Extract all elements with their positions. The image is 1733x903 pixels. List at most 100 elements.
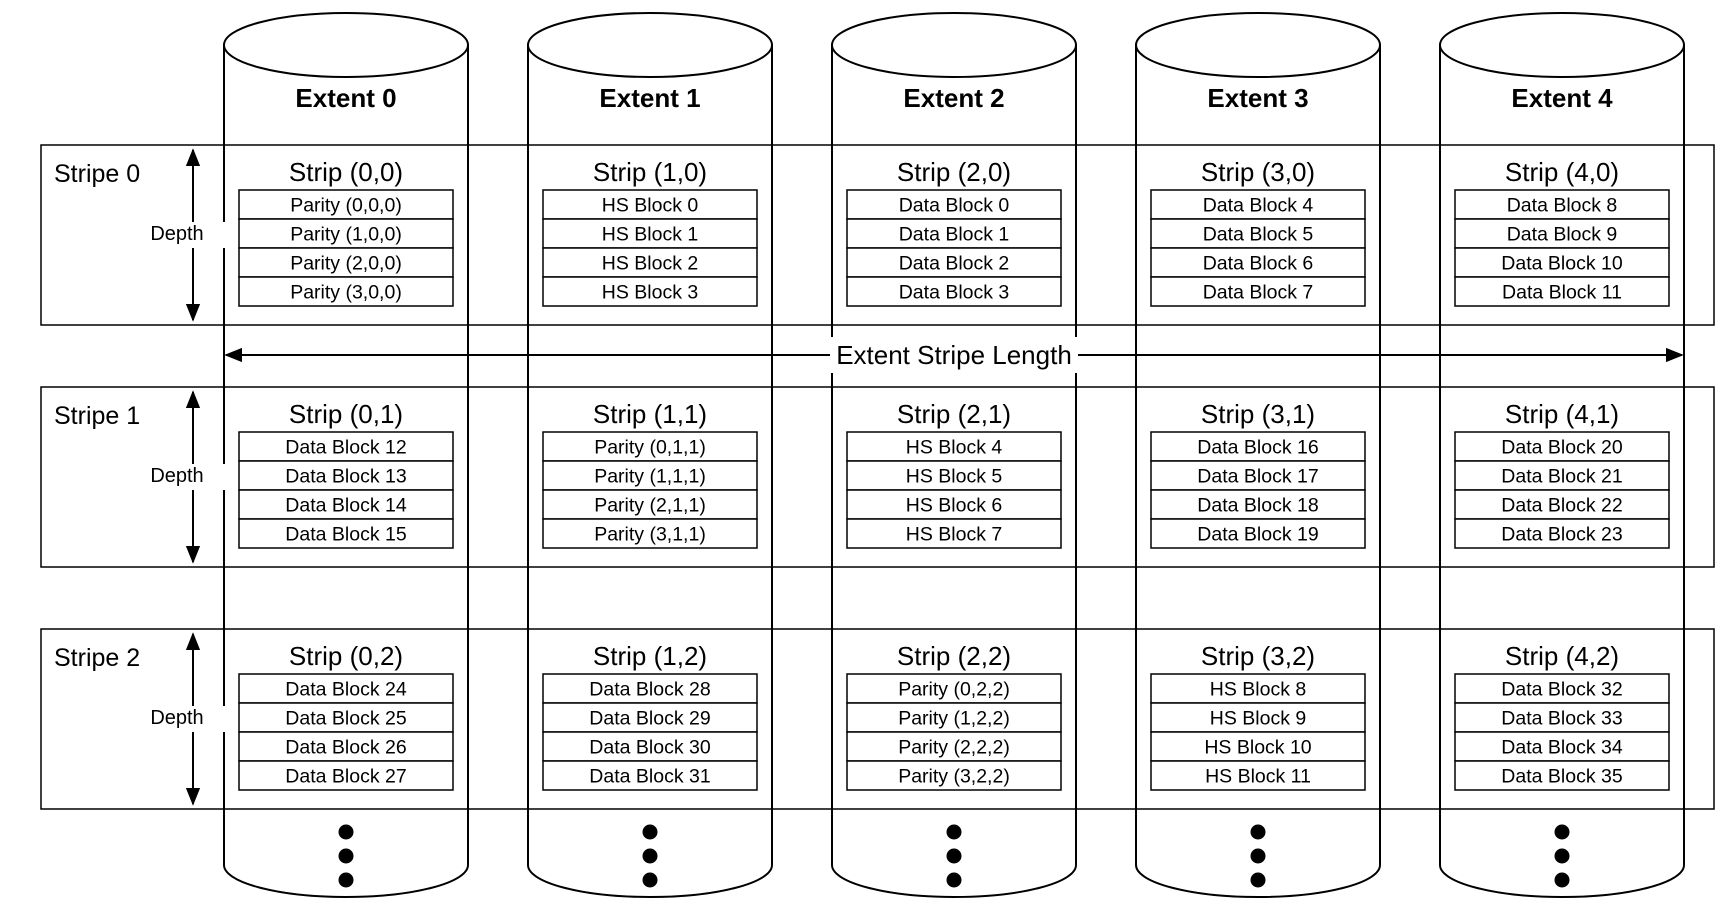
block-label: Data Block 22 [1501, 495, 1622, 517]
block-label: Data Block 8 [1507, 195, 1618, 217]
block-cell [1150, 431, 1366, 462]
ellipsis-vertical-icon [338, 824, 354, 888]
block-label: Data Block 2 [899, 253, 1010, 275]
block-cell [1150, 189, 1366, 220]
cylinder-top [527, 12, 773, 78]
depth-label-backdrop [148, 222, 238, 248]
block-cell [846, 760, 1062, 791]
extent-title: Extent 3 [1207, 83, 1308, 113]
continuation-dot [338, 872, 354, 888]
extent-title: Extent 4 [1511, 83, 1613, 113]
block-label: Parity (3,0,0) [290, 282, 402, 304]
block-label: Parity (2,1,1) [594, 495, 706, 517]
depth-label: Depth [150, 223, 203, 245]
block-cell [846, 276, 1062, 307]
continuation-dot [642, 872, 658, 888]
extent-stripe-length-annotation: Extent Stripe Length [224, 337, 1684, 373]
extent-cylinder-1: Extent 1 [527, 12, 773, 898]
block-label: Data Block 13 [285, 466, 406, 488]
extent-title: Extent 0 [295, 83, 396, 113]
extent-cylinder-3: Extent 3 [1135, 12, 1381, 898]
block-cell [238, 460, 454, 491]
continuation-dot [946, 872, 962, 888]
block-label: HS Block 0 [602, 195, 699, 217]
extent-cylinder-0: Extent 0 [223, 12, 469, 898]
block-label: Data Block 24 [285, 679, 407, 701]
strip-2-0: Strip (2,0) Data Block 0 Data Block 1 Data … [846, 157, 1062, 307]
block-cell [1150, 518, 1366, 549]
block-label: HS Block 2 [602, 253, 698, 275]
block-cell [1150, 276, 1366, 307]
block-label: Data Block 1 [899, 224, 1010, 246]
block-cell [238, 518, 454, 549]
block-cell [846, 431, 1062, 462]
continuation-dot [946, 824, 962, 840]
block-label: Data Block 3 [899, 282, 1010, 304]
block-label: Parity (2,2,2) [898, 737, 1010, 759]
block-label: Parity (0,2,2) [898, 679, 1010, 701]
block-label: Data Block 17 [1197, 466, 1318, 488]
cylinder-bottom [223, 864, 469, 898]
block-label: HS Block 4 [906, 437, 1003, 459]
depth-label-backdrop [148, 706, 238, 732]
block-label: HS Block 7 [906, 524, 1002, 546]
strip-label: Strip (2,0) [897, 157, 1011, 187]
ellipsis-vertical-icon [1250, 824, 1266, 888]
block-label: HS Block 11 [1205, 766, 1311, 788]
stripe-frame [40, 386, 1715, 568]
continuation-dot [338, 848, 354, 864]
block-label: Data Block 31 [589, 766, 710, 788]
block-label: Data Block 27 [285, 766, 406, 788]
stripe-frame [40, 628, 1715, 810]
continuation-dot [642, 848, 658, 864]
block-cell [846, 518, 1062, 549]
strip-label: Strip (1,2) [593, 641, 707, 671]
block-label: Data Block 4 [1203, 195, 1314, 217]
block-label: Data Block 19 [1197, 524, 1318, 546]
block-cell [542, 431, 758, 462]
block-label: Data Block 9 [1507, 224, 1618, 246]
strip-label: Strip (2,1) [897, 399, 1011, 429]
strip-label: Strip (4,2) [1505, 641, 1619, 671]
continuation-dot [1250, 848, 1266, 864]
cylinder-top [223, 12, 469, 78]
depth-label-backdrop [148, 464, 238, 490]
strip-label: Strip (4,0) [1505, 157, 1619, 187]
block-label: Parity (1,1,1) [594, 466, 706, 488]
block-label: Data Block 5 [1203, 224, 1314, 246]
block-label: Data Block 30 [589, 737, 711, 759]
extent-cylinder-2: Extent 2 [831, 12, 1077, 898]
block-label: Data Block 6 [1203, 253, 1314, 275]
block-label: Data Block 15 [285, 524, 407, 546]
block-label: Data Block 14 [285, 495, 407, 517]
block-label: Data Block 35 [1501, 766, 1623, 788]
block-label: Data Block 7 [1203, 282, 1314, 304]
block-label: HS Block 9 [1210, 708, 1306, 730]
ellipsis-vertical-icon [642, 824, 658, 888]
depth-label: Depth [150, 465, 203, 487]
block-cell [846, 673, 1062, 704]
strip-2-1: Strip (2,1)HS Block 4HS Block 5HS Block … [846, 399, 1062, 549]
block-cell [1454, 276, 1670, 307]
block-cell [542, 760, 758, 791]
strip-label: Strip (2,2) [897, 641, 1011, 671]
stripe-label: Stripe 0 [54, 160, 140, 188]
block-cell [238, 189, 454, 220]
block-cell [238, 218, 454, 249]
block-label: Parity (1,2,2) [898, 708, 1010, 730]
block-label: Data Block 34 [1501, 737, 1623, 759]
block-cell [846, 189, 1062, 220]
strip-label: Strip (3,1) [1201, 399, 1315, 429]
block-label: Data Block 0 [899, 195, 1010, 217]
